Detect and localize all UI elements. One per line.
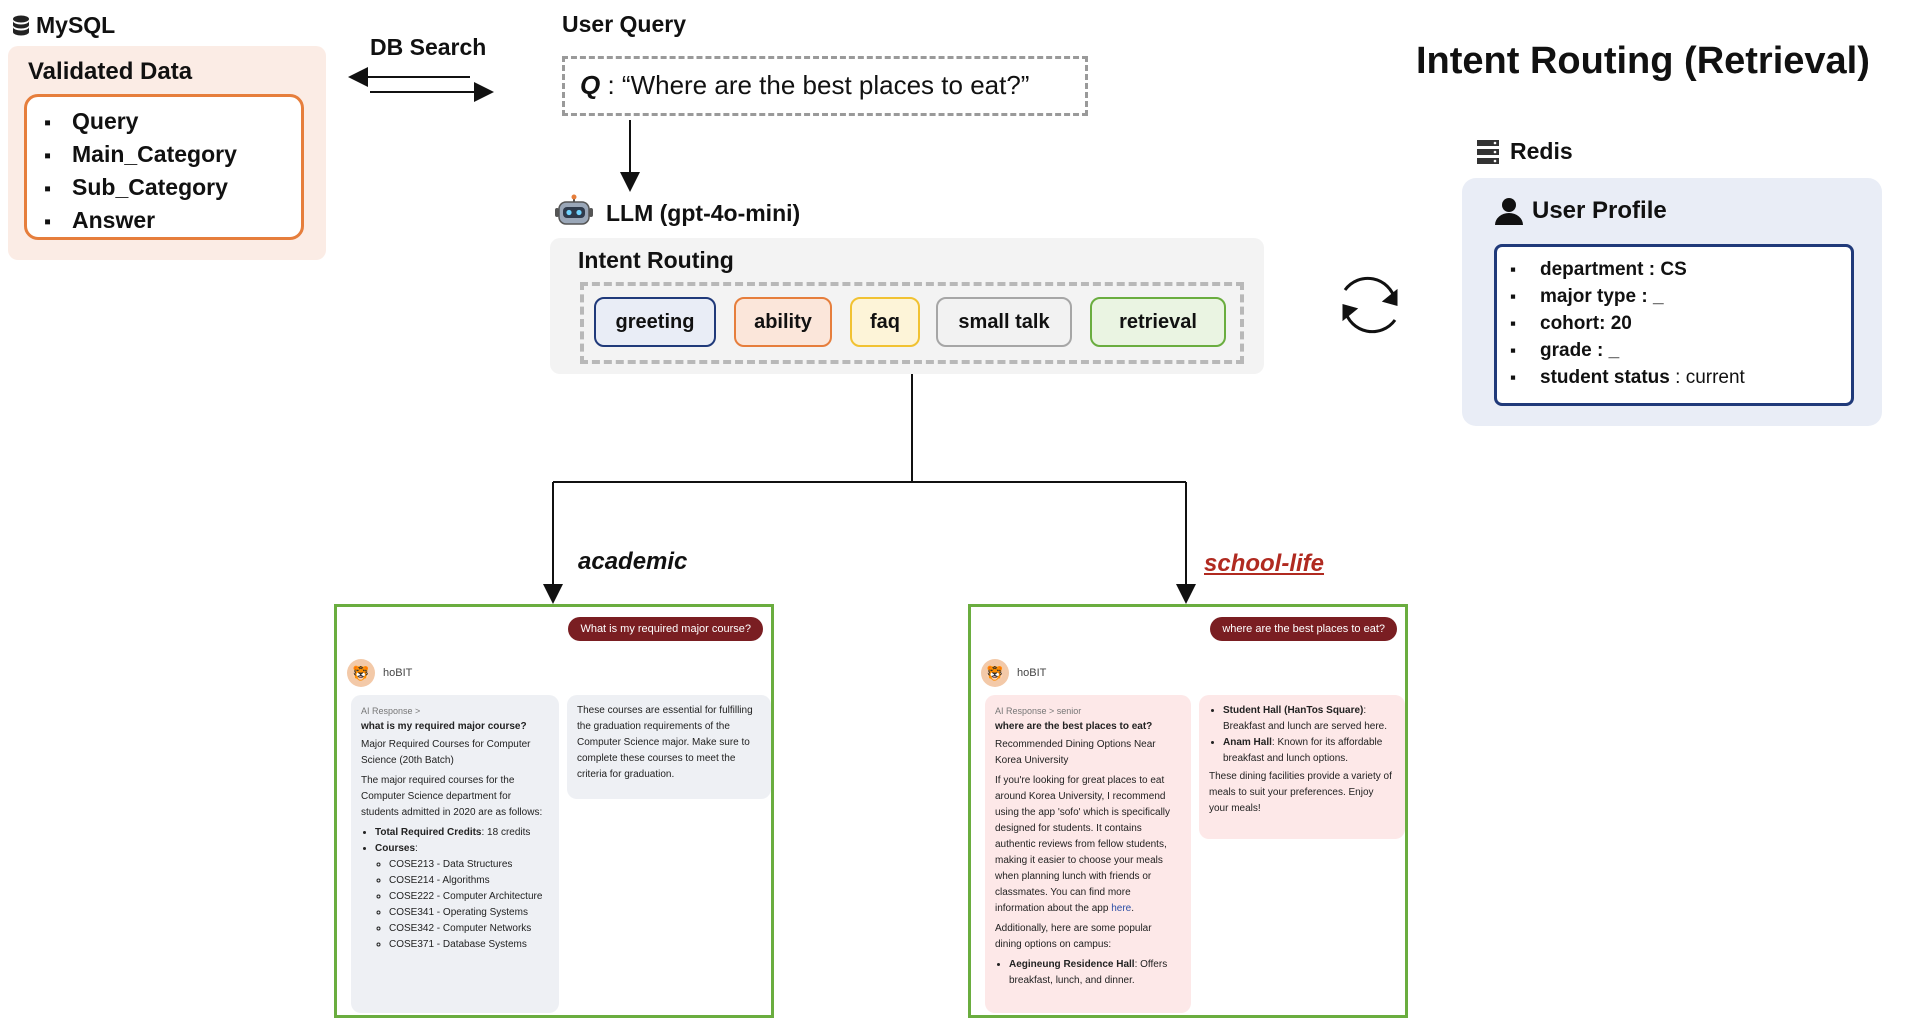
user-query-box xyxy=(562,56,1088,116)
branch-school-life-label: school-life xyxy=(1204,550,1325,577)
course-item: COSE341 - Operating Systems xyxy=(389,905,549,921)
profile-major-type: major type : _ xyxy=(1510,283,1745,310)
response-closing: These dining facilities provide a variet… xyxy=(1209,771,1392,814)
db-search-label: DB Search xyxy=(370,34,487,60)
courses-item: Courses: COSE213 - Data Structures COSE2… xyxy=(375,841,549,953)
validated-data-title: Validated Data xyxy=(28,58,193,85)
response-heading: Major Required Courses for Computer Scie… xyxy=(361,739,531,766)
app-link[interactable]: here xyxy=(1111,903,1132,914)
robot-icon xyxy=(555,194,593,225)
academic-chat-card: What is my required major course? 🐯 hoBI… xyxy=(334,604,774,1018)
intent-ability: ability xyxy=(734,297,832,347)
profile-cohort: cohort: 20 xyxy=(1510,310,1745,337)
profile-student-status: student status : current xyxy=(1510,364,1745,391)
user-message-bubble: What is my required major course? xyxy=(568,617,763,641)
mysql-label: MySQL xyxy=(12,12,115,39)
course-item: COSE371 - Database Systems xyxy=(389,937,549,953)
school-life-chat-card: where are the best places to eat? 🐯 hoBI… xyxy=(968,604,1408,1018)
response-panel-side: Student Hall (HanTos Square): Breakfast … xyxy=(1199,695,1405,839)
mysql-label-text: MySQL xyxy=(36,12,116,38)
db-search-arrows xyxy=(348,67,494,102)
field-answer: Answer xyxy=(44,205,237,238)
bot-name: hoBIT xyxy=(1017,667,1047,679)
user-profile-title-text: User Profile xyxy=(1532,197,1667,224)
diagram-title: Intent Routing (Retrieval) xyxy=(1416,40,1870,82)
routing-branch-lines xyxy=(543,360,1196,604)
response-question: what is my required major course? xyxy=(361,721,527,732)
redis-label-text: Redis xyxy=(1510,138,1573,164)
course-list: COSE213 - Data Structures COSE214 - Algo… xyxy=(375,857,549,953)
intent-faq: faq xyxy=(850,297,920,347)
intent-routing-title: Intent Routing xyxy=(578,247,734,273)
user-profile-title: User Profile xyxy=(1494,196,1667,226)
credits-item: Total Required Credits: 18 credits xyxy=(375,825,549,841)
user-profile-fields: department : CS major type : _ cohort: 2… xyxy=(1510,256,1745,391)
bot-avatar: 🐯 xyxy=(347,659,375,687)
response-additional: Additionally, here are some popular dini… xyxy=(995,923,1152,950)
profile-department: department : CS xyxy=(1510,256,1745,283)
dining-option: Student Hall (HanTos Square): Breakfast … xyxy=(1223,703,1395,735)
field-query: Query xyxy=(44,106,237,139)
redis-label: Redis xyxy=(1476,138,1573,165)
profile-grade: grade : _ xyxy=(1510,337,1745,364)
response-intro: The major required courses for the Compu… xyxy=(361,775,543,818)
response-question: where are the best places to eat? xyxy=(995,721,1153,732)
dining-option: Anam Hall: Known for its affordable brea… xyxy=(1223,735,1395,767)
dining-list-cont: Student Hall (HanTos Square): Breakfast … xyxy=(1209,703,1395,767)
llm-label: LLM (gpt-4o-mini) xyxy=(606,200,801,226)
course-item: COSE222 - Computer Architecture xyxy=(389,889,549,905)
response-panel-main: AI Response > what is my required major … xyxy=(351,695,559,1013)
query-prefix: Q xyxy=(580,70,601,100)
bot-avatar: 🐯 xyxy=(981,659,1009,687)
sync-icon xyxy=(1342,276,1398,334)
branch-academic-label: academic xyxy=(578,548,688,575)
response-panel-side: These courses are essential for fulfilli… xyxy=(567,695,771,799)
dining-list: Aegineung Residence Hall: Offers breakfa… xyxy=(995,957,1181,989)
user-query-label: User Query xyxy=(562,11,687,37)
response-heading: Recommended Dining Options Near Korea Un… xyxy=(995,739,1156,766)
response-meta: AI Response > xyxy=(361,706,421,716)
server-icon xyxy=(1477,139,1499,164)
user-icon xyxy=(1495,198,1523,225)
field-main-category: Main_Category xyxy=(44,139,237,172)
user-query-text: Q : “Where are the best places to eat?” xyxy=(580,70,1029,101)
response-panel-main: AI Response > senior where are the best … xyxy=(985,695,1191,1013)
intent-greeting: greeting xyxy=(594,297,716,347)
intent-small-talk: small talk xyxy=(936,297,1072,347)
response-intro: If you're looking for great places to ea… xyxy=(995,775,1171,914)
validated-data-fields: Query Main_Category Sub_Category Answer xyxy=(44,106,237,238)
bot-name: hoBIT xyxy=(383,667,413,679)
intent-options-box xyxy=(580,282,1244,364)
field-sub-category: Sub_Category xyxy=(44,172,237,205)
user-message-bubble: where are the best places to eat? xyxy=(1210,617,1397,641)
response-meta: AI Response > senior xyxy=(995,706,1082,716)
intent-retrieval: retrieval xyxy=(1090,297,1226,347)
response-side-text: These courses are essential for fulfilli… xyxy=(577,705,753,780)
query-content: : “Where are the best places to eat?” xyxy=(600,70,1030,100)
course-item: COSE214 - Algorithms xyxy=(389,873,549,889)
dining-option: Aegineung Residence Hall: Offers breakfa… xyxy=(1009,957,1181,989)
course-item: COSE342 - Computer Networks xyxy=(389,921,549,937)
response-list: Total Required Credits: 18 credits Cours… xyxy=(361,825,549,953)
course-item: COSE213 - Data Structures xyxy=(389,857,549,873)
database-icon xyxy=(13,15,29,35)
